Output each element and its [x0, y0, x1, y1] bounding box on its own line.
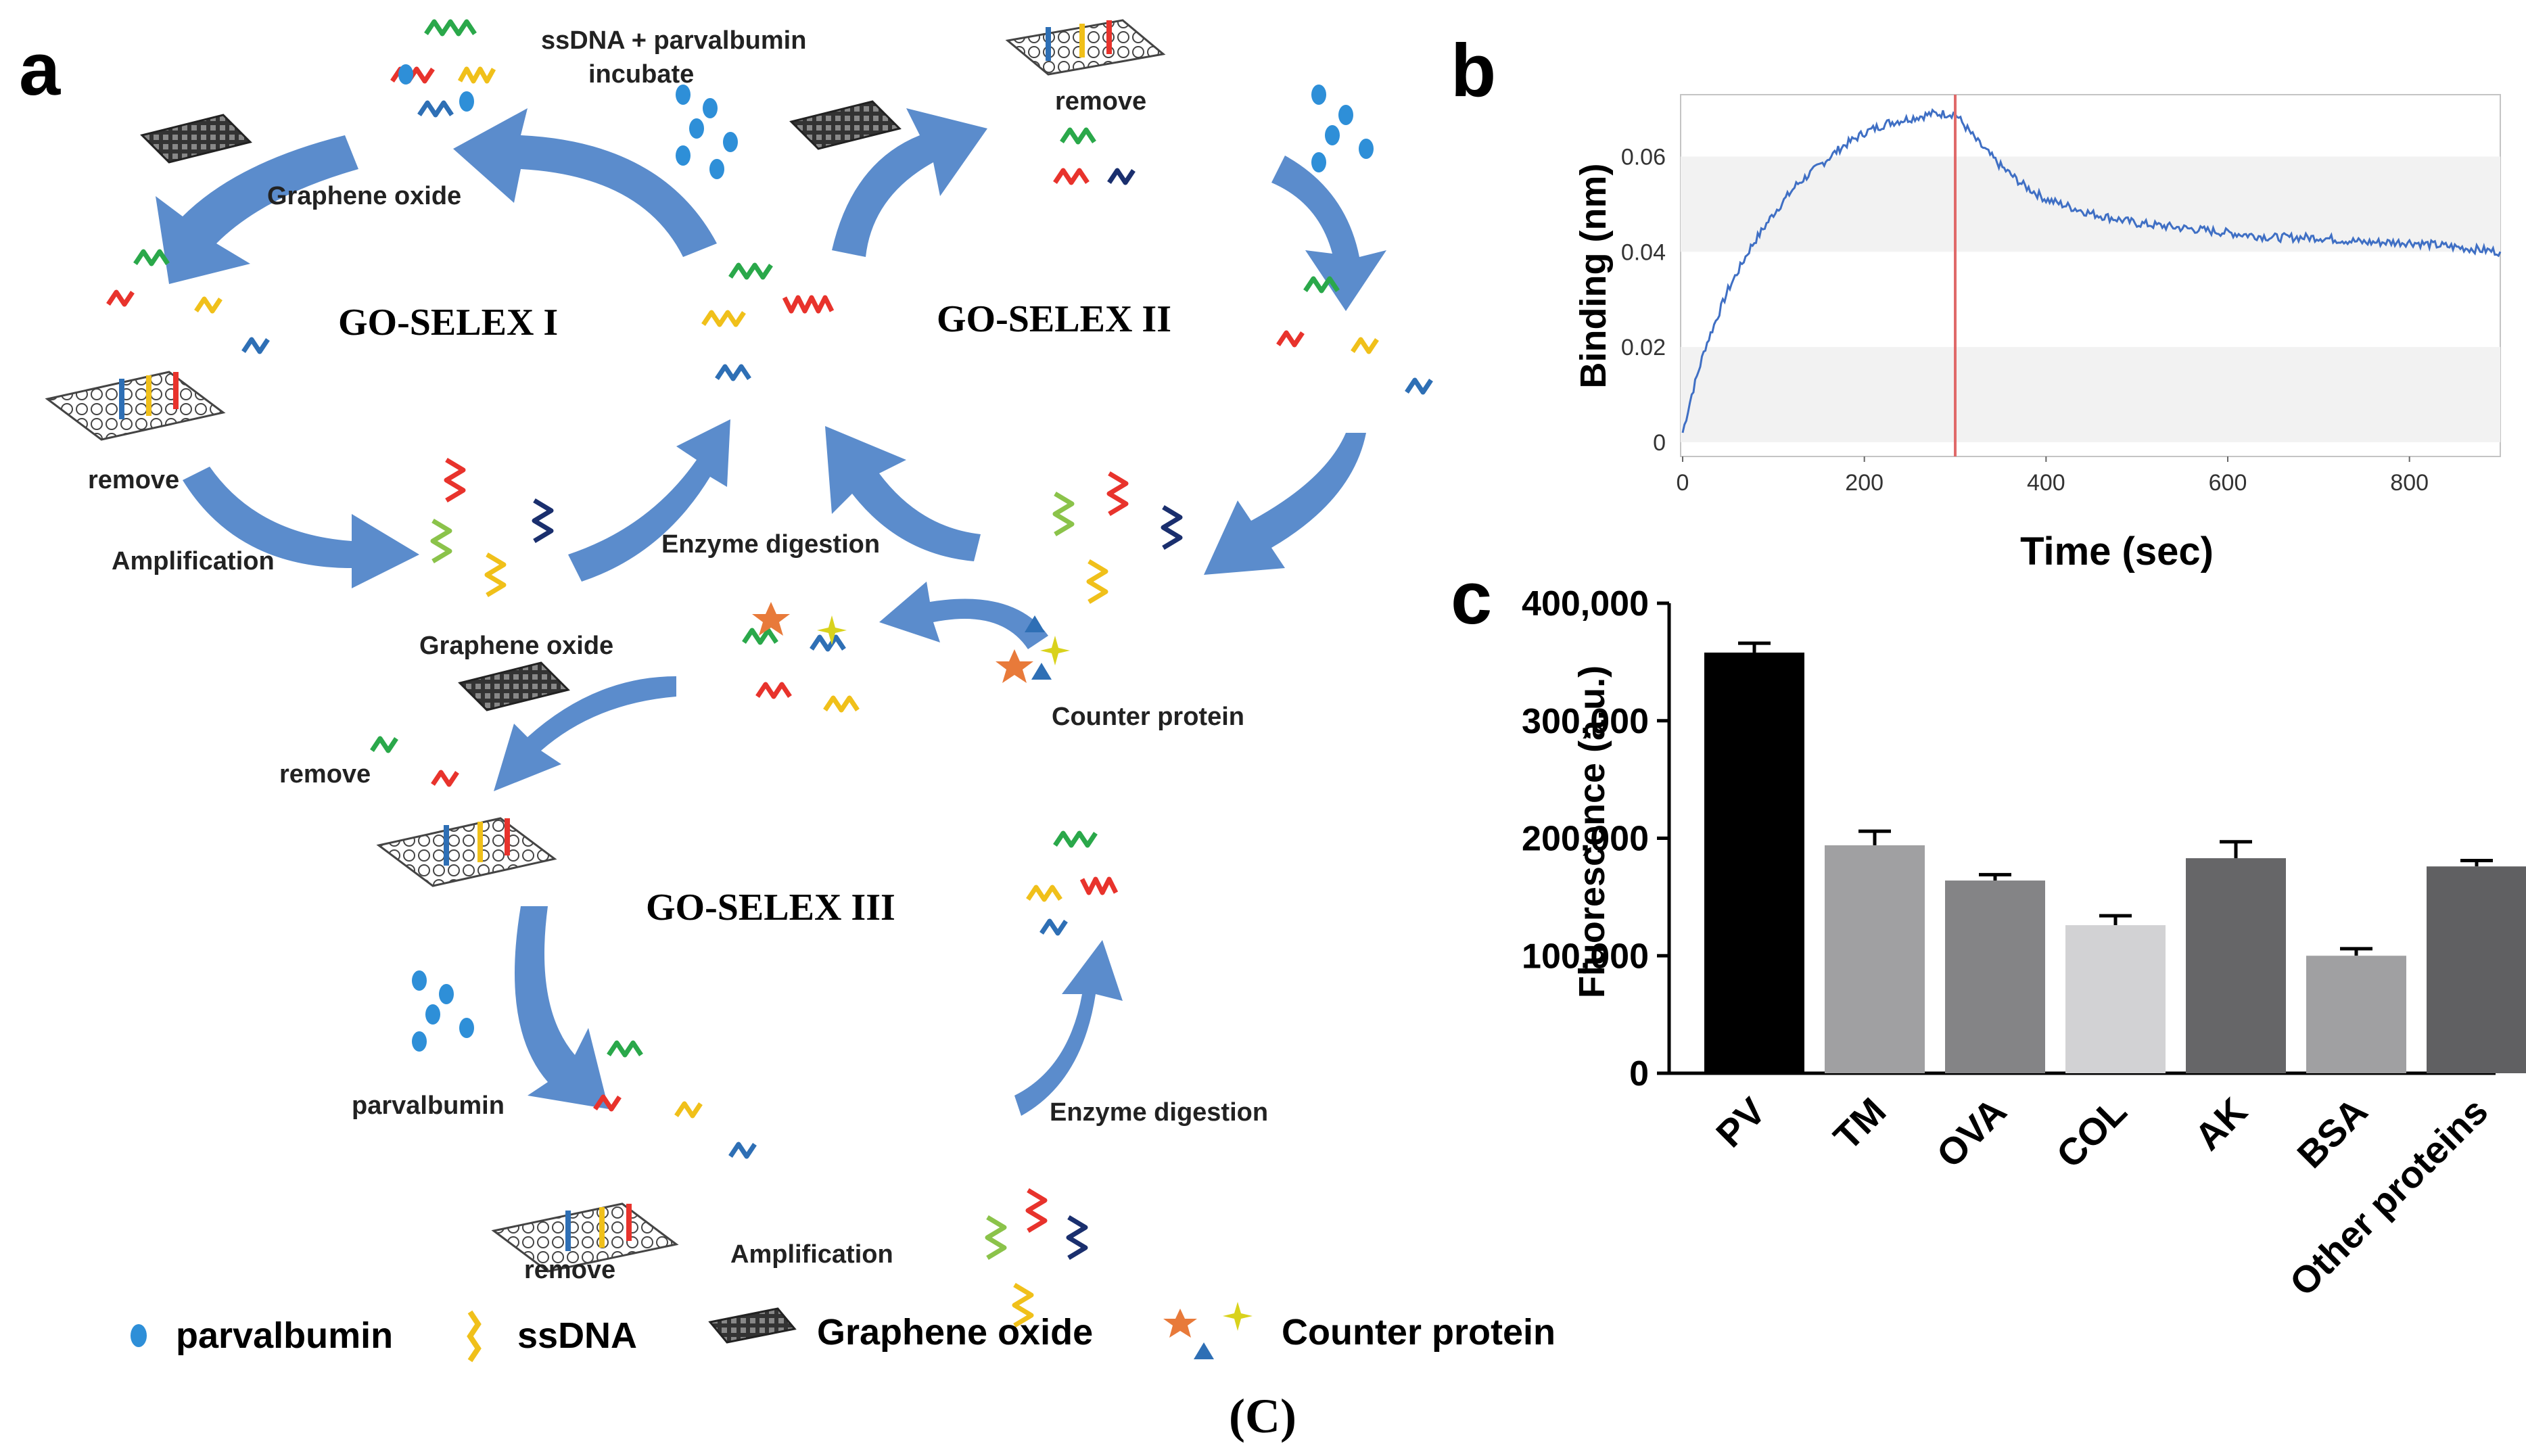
bar-ova — [1945, 880, 2045, 1073]
bar-ak — [2186, 858, 2286, 1073]
step-label-enzyme-digestion-1: Enzyme digestion — [661, 530, 880, 559]
y-tick-label: 100,000 — [1522, 937, 1649, 976]
legend-counter-protein-icon — [1163, 1302, 1253, 1359]
step-label-remove-top: remove — [1055, 87, 1146, 116]
panel-c-label: c — [1451, 557, 1492, 640]
x-axis-label-b: Time (sec) — [2020, 530, 2214, 573]
grid-bands-b — [1681, 156, 2500, 442]
step-label-remove-left: remove — [88, 466, 179, 494]
panel-b-binding-chart: b 0 200 400 600 800 0 0.02 0.04 0.06 Binding (n… — [1451, 29, 2502, 573]
grid-band — [1681, 347, 2500, 442]
x-tick-label: PV — [1708, 1089, 1773, 1155]
bar-bsa — [2306, 956, 2406, 1073]
panel-a-selex-diagram: a — [19, 19, 1556, 1363]
y-tick-label: 400,000 — [1522, 584, 1649, 624]
bar-tm — [1825, 845, 1925, 1073]
y-tick-label: 0 — [1653, 430, 1666, 456]
legend-parvalbumin-icon — [131, 1324, 147, 1347]
x-tick-label: 0 — [1677, 470, 1689, 496]
ssdna-icon — [106, 19, 1433, 1328]
y-tick-label: 0.04 — [1621, 239, 1666, 265]
legend-label-graphene-oxide: Graphene oxide — [817, 1312, 1093, 1353]
x-tick-label: 600 — [2209, 470, 2247, 496]
step-label-amplification-1: Amplification — [112, 547, 275, 576]
x-tick-label: BSA — [2289, 1089, 2375, 1176]
panel-a-label: a — [19, 28, 61, 111]
legend-graphene-oxide-icon — [708, 1307, 797, 1344]
legend-label-counter-protein: Counter protein — [1282, 1312, 1556, 1353]
y-axis-label-b: Binding (nm) — [1573, 164, 1614, 389]
y-tick-label: 0 — [1629, 1054, 1649, 1094]
step-label-counter-protein: Counter protein — [1052, 703, 1244, 731]
bar-col — [2065, 925, 2166, 1073]
step-label-enzyme-digestion-2: Enzyme digestion — [1050, 1098, 1268, 1127]
x-tick-label: COL — [2048, 1089, 2134, 1176]
legend-label-parvalbumin: parvalbumin — [176, 1315, 393, 1356]
y-tick-label: 0.06 — [1621, 145, 1666, 170]
x-tick-label: TM — [1825, 1089, 1894, 1158]
bound-ssdna-icon — [119, 20, 1112, 1251]
y-tick-label: 300,000 — [1522, 702, 1649, 741]
y-axis-label-c: Fluorescence (a.u.) — [1572, 665, 1612, 998]
step-label-remove-mid: remove — [279, 760, 371, 789]
legend-ssdna-icon — [467, 1310, 482, 1363]
x-tick-label: 200 — [1845, 470, 1884, 496]
y-tick-label: 0.02 — [1621, 335, 1666, 360]
x-tick-label: 400 — [2027, 470, 2065, 496]
figure-caption: (C) — [1229, 1389, 1296, 1443]
step-label-parvalbumin: parvalbumin — [352, 1091, 505, 1120]
y-tick-label: 200,000 — [1522, 820, 1649, 859]
step-label-graphene-oxide-2: Graphene oxide — [419, 632, 613, 660]
grid-band — [1681, 156, 2500, 252]
x-tick-label: AK — [2186, 1089, 2255, 1158]
legend: parvalbumin ssDNA Graphene oxide Counter… — [131, 1302, 1556, 1363]
step-label-amplification-2: Amplification — [730, 1240, 893, 1269]
step-label-incubate-1: ssDNA + parvalbumin — [541, 26, 806, 55]
step-label-incubate-2: incubate — [588, 60, 694, 89]
panel-b-label: b — [1451, 29, 1496, 112]
legend-label-ssdna: ssDNA — [517, 1315, 637, 1356]
x-tick-label: OVA — [1928, 1089, 2014, 1175]
counter-protein-icon — [752, 602, 1070, 683]
panel-c-fluorescence-chart: c 0 100,000 200,000 300,000 400,000 PV TM OVA C… — [1451, 557, 2526, 1304]
step-label-remove-bottom: remove — [524, 1256, 615, 1284]
bar-other-proteins — [2427, 866, 2526, 1073]
step-label-graphene-oxide-1: Graphene oxide — [267, 182, 461, 210]
series-line-binding — [1681, 108, 2502, 433]
cycle-label-1: GO-SELEX I — [338, 302, 558, 344]
cycle-arrow-icon — [156, 108, 1386, 1116]
x-tick-label: 800 — [2390, 470, 2429, 496]
parvalbumin-icon — [398, 64, 1374, 1052]
bar-pv — [1704, 652, 1804, 1073]
cycle-label-2: GO-SELEX II — [937, 298, 1171, 340]
cycle-label-3: GO-SELEX III — [646, 887, 895, 929]
